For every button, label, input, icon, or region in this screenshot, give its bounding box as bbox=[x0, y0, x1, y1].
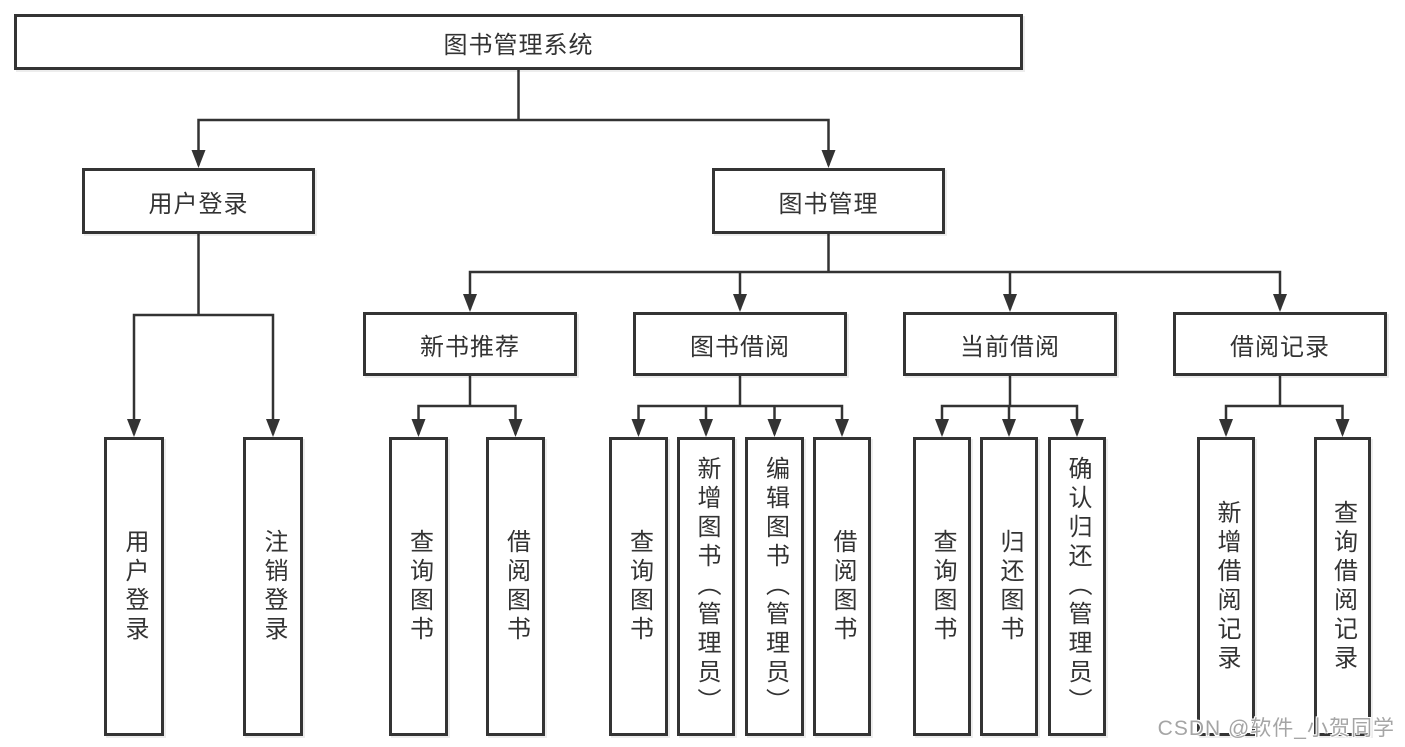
connector-path bbox=[132, 68, 1344, 435]
node-leaf-query-books-3: 查询图书 bbox=[913, 437, 971, 736]
node-book-management: 图书管理 bbox=[712, 168, 945, 234]
node-leaf-query-books-1: 查询图书 bbox=[389, 437, 448, 736]
node-leaf-query-books-2: 查询图书 bbox=[609, 437, 668, 736]
node-leaf-add-borrow-record: 新增借阅记录 bbox=[1197, 437, 1255, 736]
node-leaf-user-login: 用户登录 bbox=[104, 437, 164, 736]
node-user-login-module: 用户登录 bbox=[82, 168, 315, 234]
node-root: 图书管理系统 bbox=[14, 14, 1023, 70]
node-leaf-borrow-books-2: 借阅图书 bbox=[813, 437, 871, 736]
node-leaf-query-borrow-record: 查询借阅记录 bbox=[1314, 437, 1371, 736]
node-borrowing-records: 借阅记录 bbox=[1173, 312, 1387, 376]
csdn-watermark: CSDN @软件_小贺同学 bbox=[1157, 717, 1395, 740]
node-leaf-confirm-return-admin: 确认归还（管理员） bbox=[1048, 437, 1106, 736]
node-new-book-recommendation: 新书推荐 bbox=[363, 312, 577, 376]
node-leaf-borrow-books-1: 借阅图书 bbox=[486, 437, 545, 736]
node-current-borrowing: 当前借阅 bbox=[903, 312, 1117, 376]
node-leaf-add-books-admin: 新增图书（管理员） bbox=[677, 437, 735, 736]
node-book-borrowing: 图书借阅 bbox=[633, 312, 847, 376]
node-leaf-edit-books-admin: 编辑图书（管理员） bbox=[745, 437, 804, 736]
node-leaf-logout: 注销登录 bbox=[243, 437, 303, 736]
node-leaf-return-books: 归还图书 bbox=[980, 437, 1038, 736]
